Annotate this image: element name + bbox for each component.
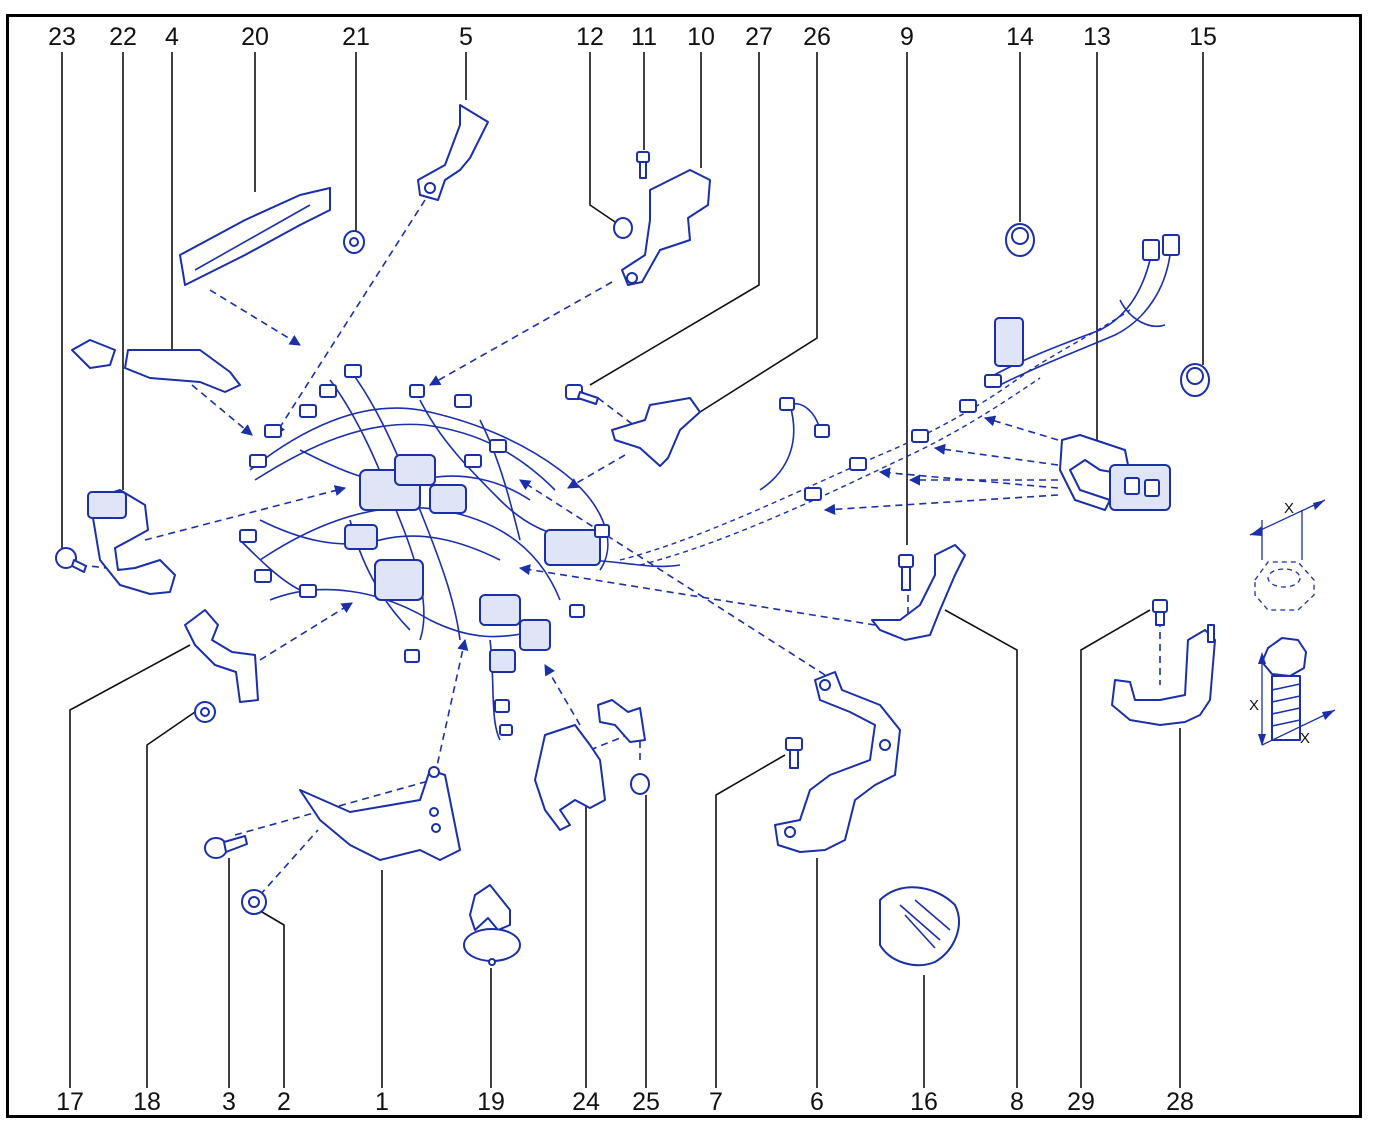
part-16-clip: [879, 886, 960, 967]
leader-lines: [61, 52, 1204, 1088]
label-14: 14: [1006, 23, 1034, 51]
part-12-nut: [613, 217, 633, 239]
label-21: 21: [342, 23, 370, 51]
top-callout-labels: 23 22 4 20 21 5 12 11 10 27 26 9 14 13 1…: [48, 23, 1217, 51]
main-wiring-harness: [239, 364, 681, 741]
label-24: 24: [572, 1088, 600, 1116]
part-27-bolt: [565, 384, 599, 405]
label-19: 19: [477, 1088, 505, 1116]
part-18-nut: [194, 701, 216, 723]
part-10-bracket: [621, 169, 711, 286]
label-29: 29: [1067, 1088, 1095, 1116]
label-15: 15: [1189, 23, 1217, 51]
part-19-clip: [463, 884, 521, 966]
dimension-x-bolt-height: X: [1249, 697, 1259, 714]
part-17-bracket: [184, 609, 259, 703]
part-15-grommet: [1180, 363, 1210, 397]
label-27: 27: [745, 23, 773, 51]
part-22-mount-bracket: [87, 489, 176, 595]
part-25-nut: [630, 773, 650, 795]
part-6-bracket: [774, 671, 901, 853]
label-4: 4: [165, 23, 179, 51]
part-3-bolt: [204, 835, 248, 859]
label-1: 1: [375, 1088, 389, 1116]
part-9-bolt: [898, 554, 914, 591]
label-9: 9: [900, 23, 914, 51]
part-21-nut: [343, 230, 365, 254]
part-5-bracket: [417, 104, 489, 201]
label-25: 25: [632, 1088, 660, 1116]
part-23-bolt: [55, 547, 87, 573]
label-22: 22: [109, 23, 137, 51]
label-26: 26: [803, 23, 831, 51]
label-16: 16: [910, 1088, 938, 1116]
label-5: 5: [459, 23, 473, 51]
label-18: 18: [133, 1088, 161, 1116]
label-23: 23: [48, 23, 76, 51]
label-3: 3: [222, 1088, 236, 1116]
label-11: 11: [631, 23, 657, 51]
label-28: 28: [1166, 1088, 1194, 1116]
label-20: 20: [241, 23, 269, 51]
label-12: 12: [576, 23, 604, 51]
part-20-connector-bracket: [179, 187, 331, 286]
part-24-bracket: [534, 699, 646, 831]
label-13: 13: [1083, 23, 1111, 51]
part-14-grommet: [1005, 223, 1035, 257]
label-8: 8: [1010, 1088, 1024, 1116]
part-26-bracket: [611, 397, 701, 467]
part-1-bracket: [299, 766, 461, 861]
label-6: 6: [810, 1088, 824, 1116]
assembly-dashed-lines: [79, 199, 1161, 896]
part-7-bolt: [785, 737, 803, 769]
label-10: 10: [687, 23, 715, 51]
dimension-x-nut: X: [1284, 500, 1294, 517]
part-2-nut: [241, 889, 267, 915]
part-29-bolt: [1152, 599, 1168, 626]
part-28-bracket: [1111, 624, 1216, 726]
part-13-connector-holder: [1059, 434, 1171, 511]
label-7: 7: [709, 1088, 723, 1116]
dimension-detail: X X X: [1249, 499, 1336, 747]
part-11-bolt: [636, 151, 650, 179]
part-4-bracket: [71, 339, 241, 393]
bottom-callout-labels: 17 18 3 2 1 19 24 25 7 6 16 8 29 28: [56, 1088, 1194, 1116]
part-8-bracket: [871, 544, 966, 641]
label-2: 2: [277, 1088, 291, 1116]
secondary-wiring-harness: [619, 234, 1180, 566]
dimension-x-bolt-width: X: [1300, 730, 1310, 747]
label-17: 17: [56, 1088, 84, 1116]
